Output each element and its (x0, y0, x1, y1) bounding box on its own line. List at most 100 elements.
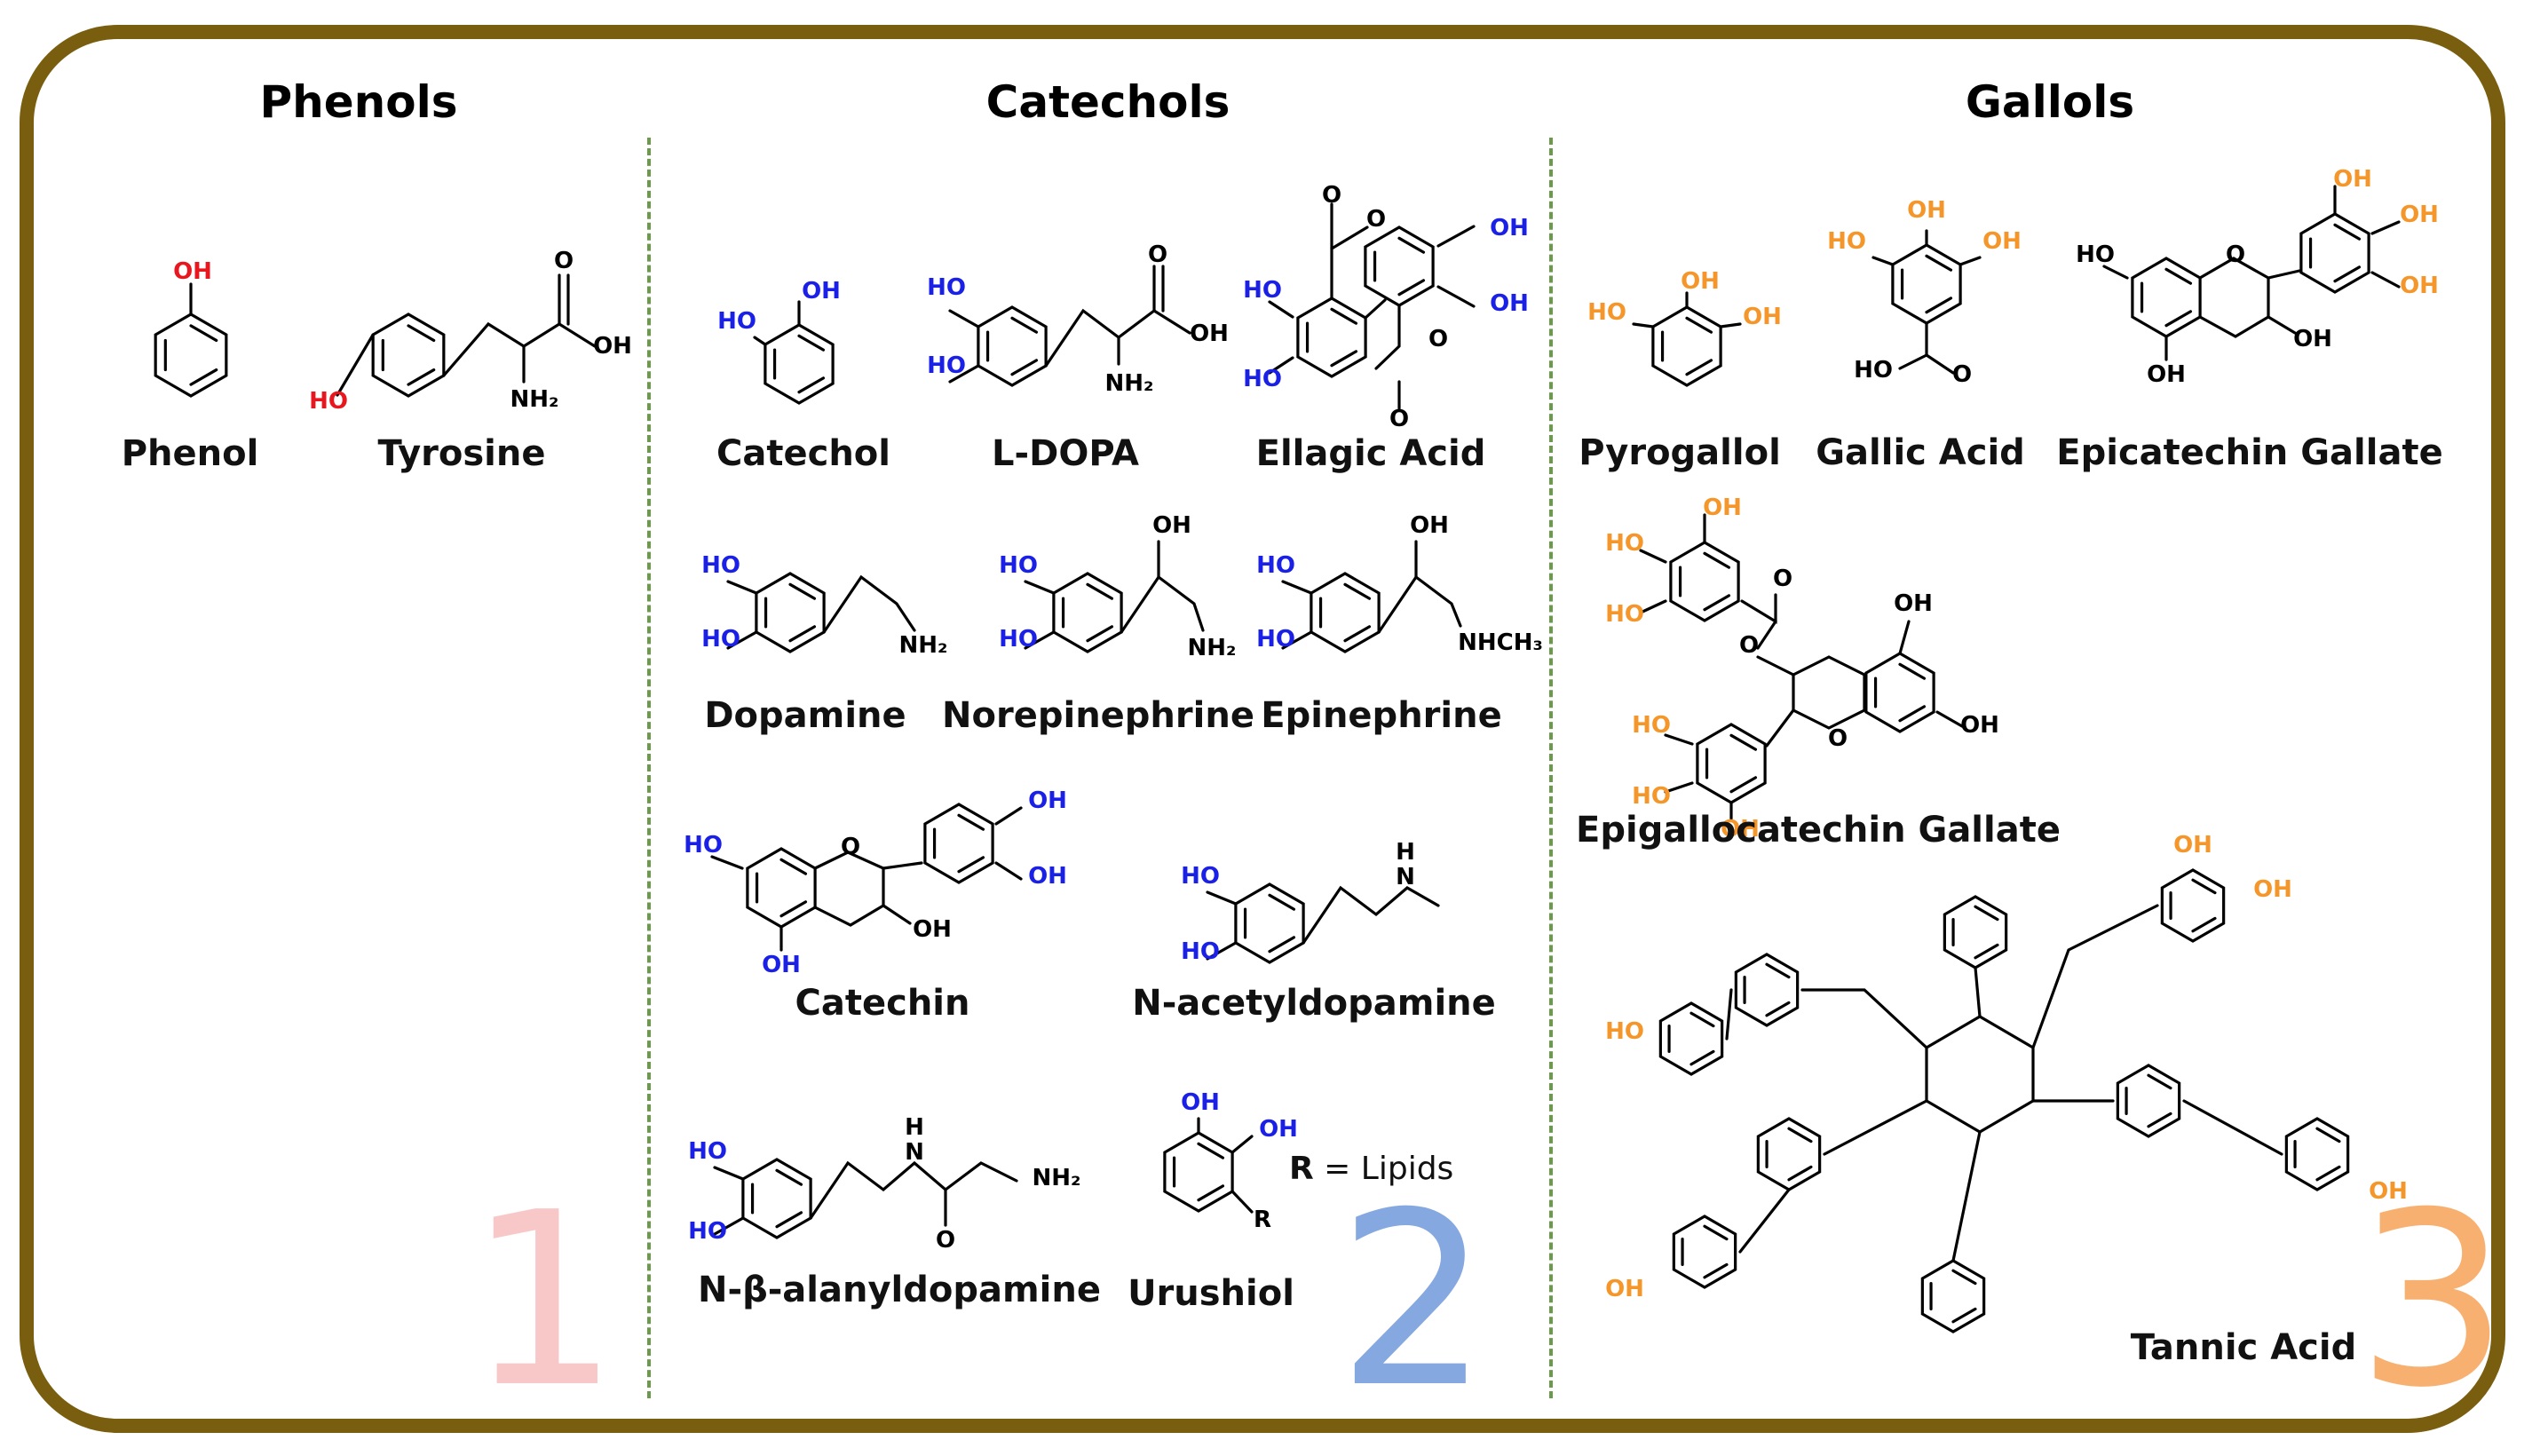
bond (1024, 630, 1056, 650)
atom-label: OH (2253, 876, 2292, 903)
bond (1800, 988, 1928, 1049)
bond (994, 861, 1023, 881)
atom-label: OH (2147, 361, 2186, 388)
double-bond (1689, 1049, 1715, 1066)
bond (1639, 599, 1667, 614)
atom-label: HO (309, 388, 348, 415)
atom-label: NH₂ (1188, 635, 1237, 661)
atom-label: HO (1605, 601, 1644, 628)
bond (822, 574, 916, 634)
atom-label: NHCH₃ (1458, 629, 1543, 656)
atom-label: HO (1827, 228, 1866, 255)
double-bond (1010, 316, 1039, 334)
bond (1230, 1135, 1254, 1154)
ellagic-acid-name: Ellagic Acid (1255, 433, 1486, 474)
benzene-ring (154, 313, 228, 398)
n-beta-alanyldopamine-name: N-β-alanyldopamine (697, 1270, 1102, 1310)
divider-left (647, 138, 651, 1398)
bond (1740, 593, 1777, 624)
double-bond (2191, 878, 2217, 895)
bond (1152, 309, 1191, 335)
double-bond (2147, 1073, 2172, 1090)
atom-label: N (1396, 864, 1415, 890)
atom-label: O (1739, 632, 1759, 659)
atom-label: OH (2293, 326, 2332, 352)
bond (1765, 708, 1795, 748)
atom-label: O (554, 248, 574, 274)
atom-label: O (1322, 182, 1341, 209)
atom-label: O (841, 834, 860, 860)
atom-label: OH (1490, 290, 1529, 317)
double-bond (775, 1168, 803, 1186)
double-bond (1086, 582, 1114, 600)
bond (1756, 620, 1777, 650)
catechin-name: Catechin (795, 983, 970, 1024)
atom-label: HO (1256, 552, 1295, 579)
bond (1664, 733, 1694, 746)
double-bond (1397, 279, 1426, 297)
bond (336, 333, 375, 397)
double-bond (1974, 943, 1999, 960)
double-bond (1951, 1307, 1977, 1324)
atom-label: OH (1605, 1276, 1644, 1302)
double-bond (1010, 359, 1039, 376)
atom-label: HO (2076, 241, 2115, 268)
atom-label: OH (1982, 228, 2022, 255)
atom-label: HO (927, 352, 966, 379)
bond (994, 806, 1023, 826)
atom-label: OH (1721, 816, 1760, 843)
atom-label: O (1389, 406, 1409, 432)
benzene-ring (2160, 868, 2226, 943)
phenol-structure: OH (133, 240, 249, 417)
benzene-ring (1669, 541, 1740, 622)
double-bond (2147, 1112, 2172, 1128)
bond (1414, 575, 1462, 628)
atom-label: HO (701, 626, 740, 653)
benzene-ring (2284, 1117, 2350, 1191)
tannic-acid-name: Tannic Acid (2130, 1327, 2357, 1368)
bond (948, 364, 980, 384)
bond (558, 322, 597, 348)
atom-label: HO (999, 626, 1038, 653)
atom-label: HO (1243, 366, 1282, 392)
section-number-1: 1 (467, 1160, 620, 1440)
double-bond (1703, 551, 1731, 569)
bond (726, 580, 758, 595)
atom-label: O (1148, 241, 1167, 268)
bond (1268, 356, 1294, 375)
bond (1639, 549, 1667, 564)
section-title-phenols: Phenols (259, 76, 458, 128)
double-bond (407, 324, 436, 343)
double-bond (189, 368, 218, 386)
bond (1024, 580, 1056, 595)
atom-label: HO (1854, 357, 1893, 384)
atom-label: OH (1259, 1116, 1298, 1143)
atom-label: OH (1960, 712, 1999, 739)
double-bond (1951, 1269, 1977, 1286)
benzene-ring (1658, 1001, 1724, 1076)
pyrogallol-name: Pyrogallol (1579, 432, 1781, 473)
double-bond (957, 813, 985, 831)
bond (1935, 710, 1964, 728)
double-bond (1268, 893, 1296, 911)
benzene-ring (923, 803, 994, 884)
atom-label: HO (1632, 783, 1671, 810)
atom-label: R (1254, 1207, 1271, 1233)
urushiol-name: Urushiol (1128, 1273, 1294, 1314)
bond (1951, 1130, 1982, 1262)
bond (948, 309, 980, 328)
bond (2370, 220, 2401, 235)
atom-label: HO (1605, 1018, 1644, 1045)
benzene-ring (2116, 1064, 2181, 1138)
bond (882, 861, 923, 870)
figure-frame (20, 25, 2505, 1433)
atom-label: NH₂ (899, 632, 948, 659)
